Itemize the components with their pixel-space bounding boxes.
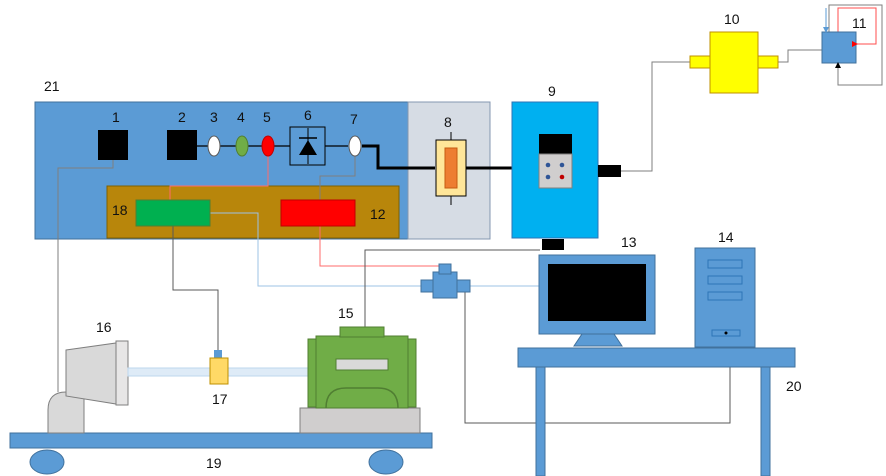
component-2	[167, 130, 197, 160]
label-1: 1	[112, 109, 120, 125]
label-21: 21	[44, 78, 60, 94]
label-12: 12	[370, 206, 386, 222]
label-13: 13	[621, 234, 637, 250]
label-8: 8	[444, 114, 452, 130]
label-9: 9	[548, 83, 556, 99]
module-12	[280, 199, 356, 227]
label-6: 6	[304, 107, 312, 123]
label-18: 18	[112, 202, 128, 218]
label-7: 7	[350, 111, 358, 127]
label-16: 16	[96, 319, 112, 335]
component-6-diode	[289, 126, 326, 166]
label-20: 20	[786, 378, 802, 394]
module-18	[135, 199, 211, 227]
label-11: 11	[852, 15, 867, 31]
table-20	[517, 347, 796, 476]
label-15: 15	[338, 305, 354, 321]
component-10	[689, 31, 779, 94]
component-3	[207, 135, 221, 157]
label-17: 17	[212, 391, 228, 407]
component-8	[435, 132, 467, 205]
label-5: 5	[263, 109, 271, 125]
cart-19	[9, 432, 433, 475]
label-10: 10	[724, 11, 740, 27]
unit-9	[511, 101, 621, 250]
computer-tower-14	[694, 247, 756, 348]
component-5	[261, 135, 275, 157]
component-4	[235, 135, 249, 157]
component-11	[821, 27, 858, 68]
label-19: 19	[206, 455, 222, 471]
motor-15	[299, 326, 421, 434]
label-14: 14	[718, 229, 734, 245]
component-1	[98, 130, 128, 160]
label-2: 2	[178, 109, 186, 125]
component-7	[348, 135, 362, 157]
number-labels: 21 1 2 3 4 5 6 7 8 9 10 11 18 12 13 14 1…	[44, 11, 867, 471]
monitor-13	[538, 254, 656, 347]
label-3: 3	[210, 109, 218, 125]
connector-splitter	[420, 263, 471, 299]
label-4: 4	[237, 109, 245, 125]
horn-16	[47, 340, 129, 434]
sensor-17	[209, 350, 229, 385]
